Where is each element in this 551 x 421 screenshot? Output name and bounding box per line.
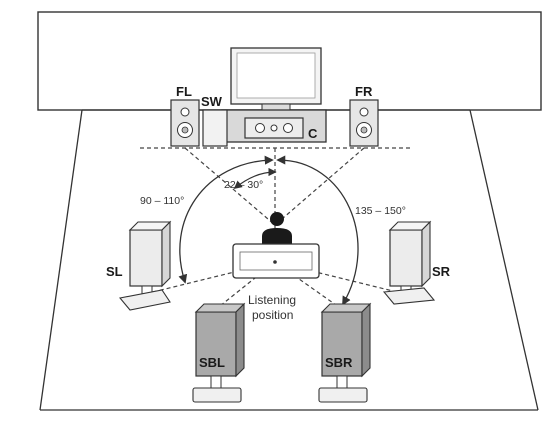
listening-position-line1: Listening [248,293,296,307]
floor-left-edge [39,109,83,411]
front-angle-label: 22 – 30° [224,179,263,191]
surround-angle-label: 90 – 110° [140,195,184,207]
surround-back-right-label: SBR [325,355,353,370]
surround-back-left-label: SBL [199,355,225,370]
subwoofer [202,109,228,147]
center-speaker [244,117,304,139]
listener-body [262,228,292,244]
subwoofer-label: SW [201,94,223,109]
surround-left-speaker [118,220,172,311]
listener [232,212,320,279]
front-left-label: FL [176,84,192,99]
front-right-label: FR [355,84,373,99]
surround-back-angle-label: 135 – 150° [355,205,406,217]
surround-back-left-speaker [192,302,246,403]
angle-arcs [178,155,359,306]
listening-position-line2: position [252,308,293,322]
surround-right-speaker [382,220,436,305]
floor-right-edge [469,109,539,411]
surround-back-right-speaker [318,302,372,403]
center-label: C [308,126,318,141]
surround-left-label: SL [106,264,123,279]
front-right-speaker [349,99,379,147]
listener-head [270,212,284,226]
surround-right-label: SR [432,264,451,279]
front-left-speaker [170,99,200,147]
